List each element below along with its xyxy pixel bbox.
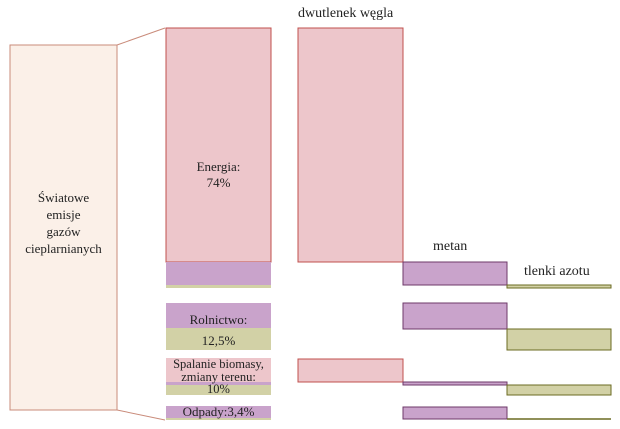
n2o-energy-bar bbox=[506, 284, 612, 289]
biomass-label-line: zmiany terenu: bbox=[181, 369, 256, 384]
energy-co2-segment bbox=[165, 27, 272, 263]
waste-n2o-segment bbox=[166, 418, 271, 420]
methane-waste-bar bbox=[402, 406, 508, 420]
biomass-n2o-segment bbox=[166, 385, 271, 395]
total-label-line: cieplarnianych bbox=[25, 241, 102, 256]
energy-n2o-segment bbox=[166, 285, 271, 288]
energy-label-line: 74% bbox=[206, 175, 231, 190]
total-emissions-label: Światowe emisje gazów cieplarnianych bbox=[10, 189, 117, 257]
energy-label-line: Energia: bbox=[196, 159, 241, 174]
connector-bottom bbox=[116, 409, 166, 421]
methane-agriculture-bar bbox=[402, 302, 508, 330]
n2o-column-label: tlenki azotu bbox=[524, 264, 590, 279]
agriculture-methane-segment bbox=[166, 303, 271, 328]
waste-label-line: Odpady:3,4% bbox=[182, 404, 255, 419]
n2o-agriculture-bar bbox=[506, 328, 612, 351]
biomass-co2-segment bbox=[166, 358, 271, 382]
waste-sector-label: Odpady:3,4% bbox=[163, 404, 274, 420]
energy-methane-segment bbox=[166, 262, 271, 285]
biomass-label-line: 10% bbox=[207, 382, 230, 396]
co2-column-label: dwutlenek węgla bbox=[298, 6, 394, 21]
total-label-line: emisje bbox=[46, 207, 81, 222]
agriculture-label-line: 12,5% bbox=[201, 333, 236, 348]
agriculture-sector-label: Rolnictwo: 12,5% bbox=[166, 309, 271, 351]
agriculture-n2o-segment bbox=[166, 328, 271, 350]
n2o-biomass-bar bbox=[506, 384, 612, 396]
methane-energy-bar bbox=[402, 261, 508, 286]
waste-methane-segment bbox=[166, 406, 271, 418]
agriculture-label-line: Rolnictwo: bbox=[189, 312, 248, 327]
biomass-sector-label: Spalanie biomasy, zmiany terenu: 10% bbox=[160, 358, 277, 396]
methane-column-label: metan bbox=[433, 239, 468, 254]
co2-biomass-bar bbox=[297, 358, 404, 383]
co2-energy-bar bbox=[297, 27, 404, 263]
methane-biomass-bar bbox=[402, 381, 508, 386]
total-label-line: gazów bbox=[46, 224, 81, 239]
connector-top bbox=[116, 27, 166, 46]
biomass-methane-segment bbox=[166, 382, 271, 385]
total-emissions-panel bbox=[9, 44, 118, 411]
total-label-line: Światowe bbox=[37, 190, 90, 205]
biomass-label-line: Spalanie biomasy, bbox=[173, 357, 264, 371]
energy-sector-label: Energia: 74% bbox=[166, 159, 271, 191]
